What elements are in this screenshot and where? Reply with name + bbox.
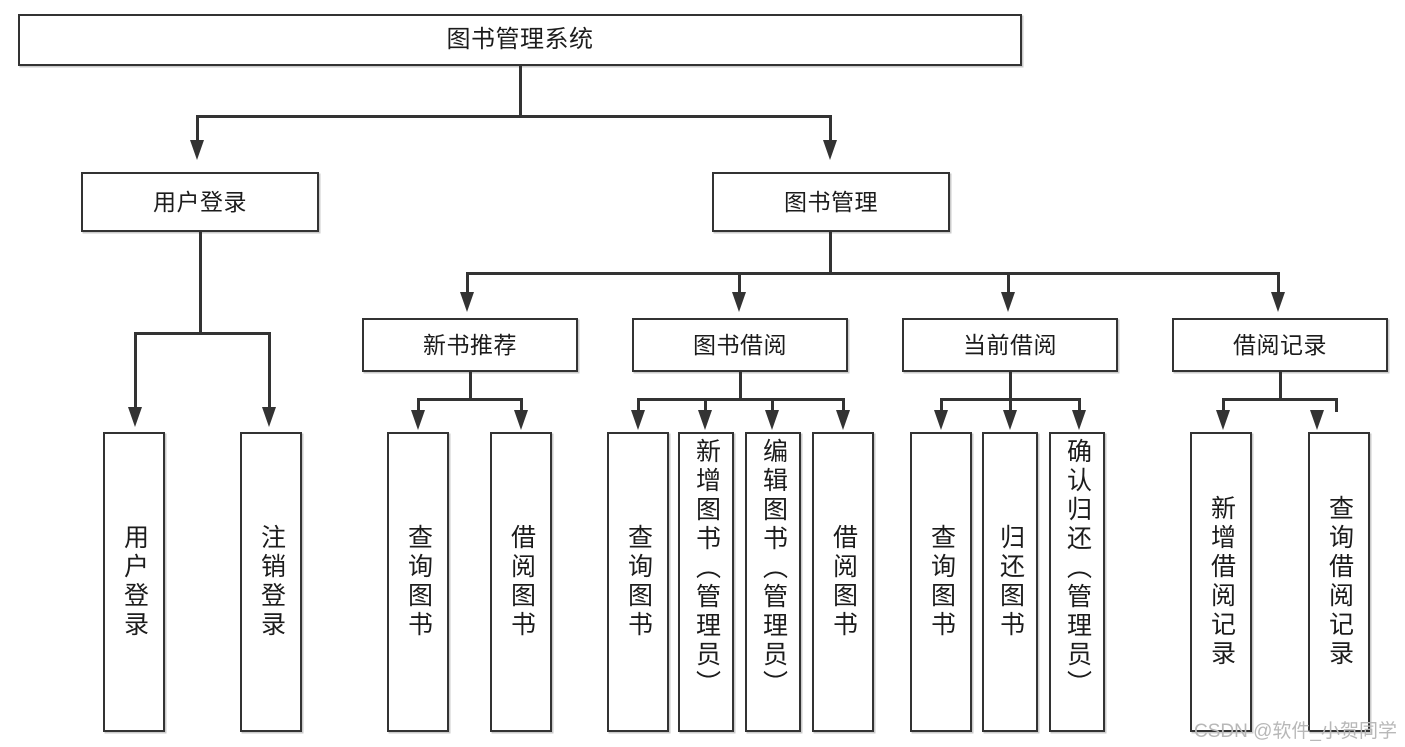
connector-currentborrow-drop-3 xyxy=(1078,398,1081,412)
leaf-bookborrow-query-book[interactable]: 查询图书 xyxy=(607,432,669,732)
leaf-borrowrecord-query-record[interactable]: 查询借阅记录 xyxy=(1308,432,1370,732)
connector-bookborrow-bar xyxy=(637,398,845,401)
arrow-to-leaf-user-login xyxy=(128,407,142,427)
arrow-to-borrowrecord-leaf-1 xyxy=(1216,410,1230,430)
leaf-currentborrow-return-book[interactable]: 归还图书 xyxy=(982,432,1038,732)
node-book-borrow[interactable]: 图书借阅 xyxy=(632,318,848,372)
connector-bookborrow-drop-1 xyxy=(637,398,640,412)
node-label: 图书管理系统 xyxy=(446,26,594,53)
leaf-bookborrow-borrow-book[interactable]: 借阅图书 xyxy=(812,432,874,732)
node-label: 编辑图书（管理员） xyxy=(759,438,788,699)
leaf-newbook-query-book[interactable]: 查询图书 xyxy=(387,432,449,732)
node-label: 图书借阅 xyxy=(693,331,787,358)
connector-bookborrow-drop-4 xyxy=(842,398,845,412)
node-user-login[interactable]: 用户登录 xyxy=(81,172,319,232)
arrow-to-bookborrow-leaf-1 xyxy=(631,410,645,430)
leaf-borrowrecord-add-record[interactable]: 新增借阅记录 xyxy=(1190,432,1252,732)
arrow-to-new-book xyxy=(460,292,474,312)
node-current-borrow[interactable]: 当前借阅 xyxy=(902,318,1118,372)
connector-newbook-bar xyxy=(417,398,523,401)
connector-bookmgmt-drop-3 xyxy=(1007,272,1010,294)
connector-root-drop-left xyxy=(196,115,199,143)
node-label: 新增借阅记录 xyxy=(1207,495,1236,669)
leaf-newbook-borrow-book[interactable]: 借阅图书 xyxy=(490,432,552,732)
leaf-currentborrow-confirm-return-admin[interactable]: 确认归还（管理员） xyxy=(1049,432,1105,732)
connector-root-drop-right xyxy=(829,115,832,143)
node-label: 当前借阅 xyxy=(963,331,1057,358)
node-label: 确认归还（管理员） xyxy=(1063,438,1092,699)
connector-bookmgmt-drop-1 xyxy=(466,272,469,294)
node-book-management[interactable]: 图书管理 xyxy=(712,172,950,232)
arrow-to-bookborrow-leaf-4 xyxy=(836,410,850,430)
node-label: 注销登录 xyxy=(257,524,286,640)
connector-bookborrow-drop-3 xyxy=(771,398,774,412)
connector-root-bar xyxy=(196,115,832,118)
connector-borrowrecord-drop-2 xyxy=(1335,398,1338,412)
node-label: 新增图书（管理员） xyxy=(692,438,721,699)
node-label: 查询借阅记录 xyxy=(1325,495,1354,669)
leaf-logout[interactable]: 注销登录 xyxy=(240,432,302,732)
connector-userlogin-drop-2 xyxy=(268,332,271,410)
arrow-to-currentborrow-leaf-3 xyxy=(1072,410,1086,430)
connector-bookmgmt-drop-4 xyxy=(1277,272,1280,294)
connector-bookmgmt-stem xyxy=(829,232,832,274)
connector-root-stem xyxy=(519,66,522,117)
arrow-to-bookborrow-leaf-3 xyxy=(765,410,779,430)
arrow-to-currentborrow-leaf-2 xyxy=(1003,410,1017,430)
node-new-book-recommend[interactable]: 新书推荐 xyxy=(362,318,578,372)
arrow-to-newbook-leaf-1 xyxy=(411,410,425,430)
arrow-to-book-borrow xyxy=(732,292,746,312)
connector-bookborrow-stem xyxy=(739,372,742,400)
node-label: 查询图书 xyxy=(404,524,433,640)
node-root-system[interactable]: 图书管理系统 xyxy=(18,14,1022,66)
connector-borrowrecord-stem xyxy=(1279,372,1282,400)
node-label: 查询图书 xyxy=(624,524,653,640)
node-label: 用户登录 xyxy=(153,188,247,215)
watermark-text: CSDN @软件_小贺同学 xyxy=(1194,721,1397,742)
connector-borrowrecord-bar xyxy=(1222,398,1338,401)
leaf-bookborrow-edit-book-admin[interactable]: 编辑图书（管理员） xyxy=(745,432,801,732)
arrow-to-leaf-logout xyxy=(262,407,276,427)
arrow-to-bookborrow-leaf-2 xyxy=(698,410,712,430)
arrow-to-newbook-leaf-2 xyxy=(514,410,528,430)
connector-userlogin-stem xyxy=(199,232,202,334)
node-label: 借阅记录 xyxy=(1233,331,1327,358)
connector-borrowrecord-drop-1 xyxy=(1222,398,1225,412)
arrow-to-current-borrow xyxy=(1001,292,1015,312)
arrow-to-currentborrow-leaf-1 xyxy=(934,410,948,430)
node-label: 借阅图书 xyxy=(507,524,536,640)
connector-newbook-drop-1 xyxy=(417,398,420,412)
node-label: 查询图书 xyxy=(927,524,956,640)
arrow-to-borrow-record xyxy=(1271,292,1285,312)
connector-currentborrow-drop-1 xyxy=(940,398,943,412)
connector-currentborrow-stem xyxy=(1009,372,1012,400)
connector-newbook-stem xyxy=(469,372,472,400)
connector-bookmgmt-bar xyxy=(466,272,1279,275)
node-borrow-record[interactable]: 借阅记录 xyxy=(1172,318,1388,372)
connector-userlogin-drop-1 xyxy=(134,332,137,410)
leaf-bookborrow-add-book-admin[interactable]: 新增图书（管理员） xyxy=(678,432,734,732)
arrow-to-book-manage xyxy=(823,140,837,160)
node-label: 归还图书 xyxy=(996,524,1025,640)
node-label: 图书管理 xyxy=(784,188,878,215)
connector-bookmgmt-drop-2 xyxy=(738,272,741,294)
connector-currentborrow-drop-2 xyxy=(1009,398,1012,412)
connector-bookborrow-drop-2 xyxy=(704,398,707,412)
connector-newbook-drop-2 xyxy=(520,398,523,412)
arrow-to-borrowrecord-leaf-2 xyxy=(1310,410,1324,430)
arrow-to-user-login xyxy=(190,140,204,160)
leaf-user-login[interactable]: 用户登录 xyxy=(103,432,165,732)
node-label: 用户登录 xyxy=(120,524,149,640)
connector-userlogin-bar xyxy=(134,332,271,335)
node-label: 新书推荐 xyxy=(423,331,517,358)
node-label: 借阅图书 xyxy=(829,524,858,640)
leaf-currentborrow-query-book[interactable]: 查询图书 xyxy=(910,432,972,732)
